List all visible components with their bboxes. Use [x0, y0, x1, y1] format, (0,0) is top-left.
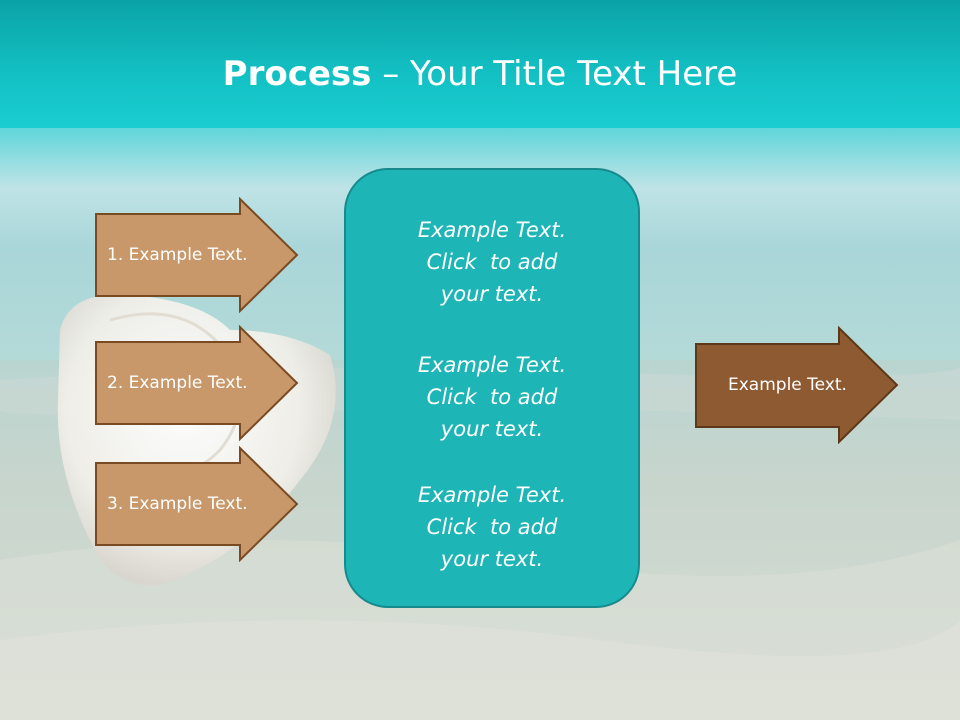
arrow-shape — [95, 325, 299, 441]
item-line: Example Text. — [417, 353, 567, 377]
item-line: your text. — [440, 547, 544, 571]
item-line: Example Text. — [417, 218, 567, 242]
center-text-box[interactable]: Example Text. Click to add your text. Ex… — [344, 168, 640, 608]
title-dash: – — [371, 54, 411, 94]
step-arrow-2[interactable]: 2. Example Text. — [94, 325, 300, 441]
arrow-label: 2. Example Text. — [107, 373, 248, 393]
center-item-1[interactable]: Example Text. Click to add your text. — [346, 214, 638, 310]
center-item-3[interactable]: Example Text. Click to add your text. — [346, 479, 638, 575]
arrow-shape — [95, 446, 299, 562]
result-arrow[interactable]: Example Text. — [694, 326, 900, 444]
item-line: Click to add — [426, 385, 558, 409]
slide-title: Process – Your Title Text Here — [0, 52, 960, 96]
arrow-label: 1. Example Text. — [107, 245, 248, 265]
item-line: your text. — [440, 282, 544, 306]
arrow-shape — [95, 197, 299, 313]
step-arrow-1[interactable]: 1. Example Text. — [94, 197, 300, 313]
arrow-label: Example Text. — [728, 375, 847, 395]
item-line: Click to add — [426, 515, 558, 539]
item-line: Example Text. — [417, 483, 567, 507]
item-line: your text. — [440, 417, 544, 441]
title-bold: Process — [222, 54, 372, 94]
step-arrow-3[interactable]: 3. Example Text. — [94, 446, 300, 562]
center-item-2[interactable]: Example Text. Click to add your text. — [346, 349, 638, 445]
arrow-shape — [695, 326, 899, 444]
title-rest: Your Title Text Here — [410, 54, 738, 94]
arrow-label: 3. Example Text. — [107, 494, 248, 514]
item-line: Click to add — [426, 250, 558, 274]
